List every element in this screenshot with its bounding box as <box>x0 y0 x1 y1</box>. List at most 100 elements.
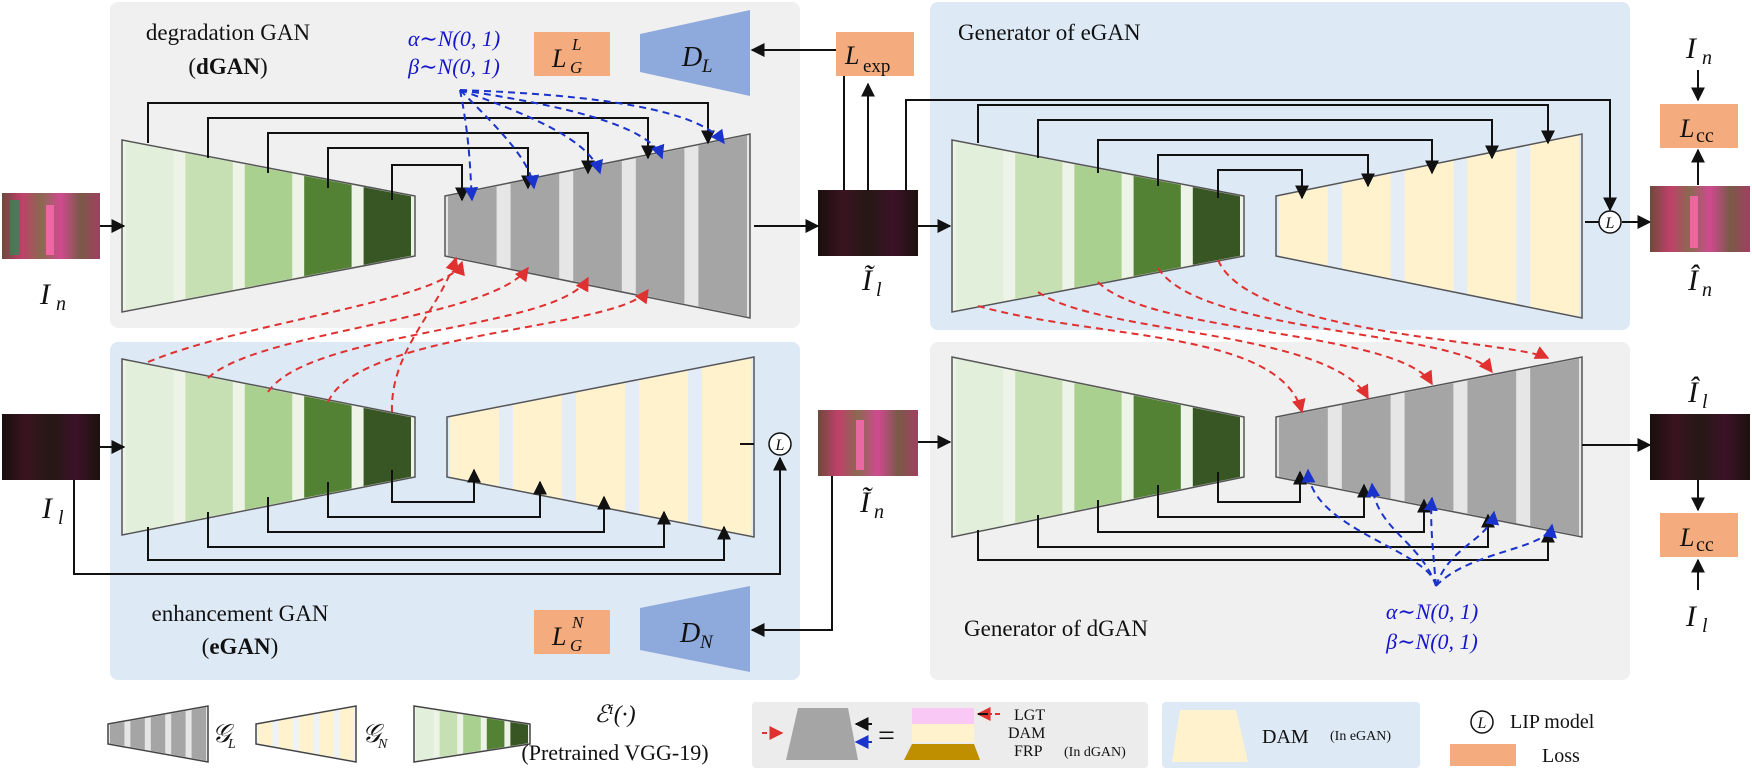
dgan-encoder-layer <box>244 164 293 288</box>
egan-decoder-layer <box>702 358 751 536</box>
noise-beta-bottom: β∼N(0, 1) <box>1385 629 1478 654</box>
skip-connection <box>1157 154 1375 188</box>
skip-connection <box>267 495 611 533</box>
gen-egan-title: Generator of eGAN <box>958 20 1141 45</box>
egan-short: (eGAN) <box>202 634 279 659</box>
egan-gen-decoder-layer <box>1467 148 1517 304</box>
egan-decoder-layer <box>513 395 562 499</box>
blue-noise-arrow <box>459 89 604 175</box>
svg-text:n: n <box>874 501 884 523</box>
loss-box-Lexp: L exp <box>836 32 914 77</box>
legend-dam-block <box>1172 710 1248 762</box>
flow-arrow <box>750 474 833 637</box>
legend-vgg-block-layer <box>486 718 505 750</box>
blue-noise-arrow <box>459 89 479 202</box>
svg-text:Î: Î <box>1687 376 1700 409</box>
skip-connection <box>391 468 481 503</box>
noise-alpha-top: α∼N(0, 1) <box>408 26 500 51</box>
legend-gL-block-layer <box>130 718 145 750</box>
legend-gL-sub: L <box>227 737 236 752</box>
svg-text:L: L <box>1605 215 1615 232</box>
legend-equals: = <box>878 719 895 752</box>
svg-text:L: L <box>551 622 566 651</box>
image-Il-input <box>2 414 100 480</box>
image-In-input <box>2 193 100 259</box>
skip-connection <box>1217 470 1307 503</box>
dgan-gen-encoder-layer <box>956 358 1004 536</box>
egan-encoder-layer <box>304 396 352 498</box>
skip-connection <box>207 117 655 160</box>
blue-noise-arrow <box>459 89 665 160</box>
loss-box-LGN: L G N <box>534 610 610 655</box>
egan-decoder-layer <box>576 383 625 511</box>
legend-gL-block-layer <box>110 722 125 746</box>
svg-text:l: l <box>1702 615 1708 637</box>
legend-frp: FRP <box>1014 743 1043 760</box>
skip-connection <box>391 164 469 202</box>
image-In-tilde <box>818 410 918 476</box>
svg-text:I: I <box>39 278 52 311</box>
svg-text:D: D <box>681 42 702 73</box>
egan-gen-encoder-layer <box>1192 187 1240 265</box>
svg-text:I: I <box>1685 32 1698 65</box>
dgan-gen-encoder-layer <box>1074 383 1122 511</box>
legend-gL-block-layer <box>191 707 206 761</box>
dgan-decoder-layer <box>448 186 497 266</box>
svg-text:G: G <box>570 636 582 655</box>
egan-encoder-layer <box>126 360 174 534</box>
legend-vgg-block-layer <box>510 721 528 747</box>
noise-beta-top: β∼N(0, 1) <box>407 54 500 79</box>
legend-loss-swatch <box>1450 744 1516 766</box>
image-In-hat <box>1650 186 1750 252</box>
legend-gL-block-layer <box>171 711 186 757</box>
legend-lgt-swatch <box>912 708 974 724</box>
egan-gen-decoder-layer <box>1404 161 1454 291</box>
dgan-gen-decoder-layer <box>1279 407 1328 487</box>
svg-text:L: L <box>775 437 785 454</box>
egan-gen-decoder-layer <box>1530 135 1579 317</box>
legend-gray-block <box>786 708 858 760</box>
legend-lgt: LGT <box>1014 707 1045 724</box>
skip-connection <box>977 104 1555 145</box>
svg-text:n: n <box>1702 47 1712 69</box>
egan-encoder-layer <box>244 384 293 510</box>
egan-gen-decoder-layer <box>1341 173 1391 279</box>
dgan-encoder-layer <box>363 187 411 265</box>
legend-gN-block-layer <box>319 711 334 757</box>
egan-gen-encoder-layer <box>1074 164 1122 288</box>
svg-text:l: l <box>876 279 882 301</box>
dgan-encoder-layer <box>185 153 233 299</box>
egan-gen-encoder-layer <box>1133 175 1181 277</box>
svg-text:I: I <box>1685 600 1698 633</box>
red-feature-arrow <box>1097 281 1433 386</box>
skip-connection <box>147 102 715 145</box>
legend-gL-label: 𝒢 <box>212 719 235 748</box>
svg-text:L: L <box>701 56 713 77</box>
network-blocks <box>121 133 1583 538</box>
svg-text:n: n <box>56 293 66 315</box>
legend-encoder-fn: ℰⁱ(·) <box>594 702 635 728</box>
svg-text:N: N <box>571 613 585 632</box>
red-feature-arrow <box>390 256 459 413</box>
blue-noise-arrow <box>1301 468 1437 587</box>
skip-connection <box>1037 513 1495 548</box>
legend-dam2: DAM <box>1262 726 1309 748</box>
svg-text:L: L <box>571 35 581 54</box>
discriminator-DN: D N <box>640 586 750 672</box>
svg-text:cc: cc <box>1696 125 1714 147</box>
skip-connection <box>977 528 1555 561</box>
skip-connection <box>1157 483 1371 518</box>
svg-text:n: n <box>1702 279 1712 301</box>
egan-gen-encoder-layer <box>1015 153 1063 299</box>
legend-gN-block-layer <box>258 722 273 746</box>
egan-gen-decoder-layer <box>1279 186 1328 266</box>
dgan-gen-decoder-layer <box>1467 370 1517 524</box>
blue-noise-arrow <box>459 89 540 190</box>
legend-vgg-block-layer <box>463 714 481 754</box>
